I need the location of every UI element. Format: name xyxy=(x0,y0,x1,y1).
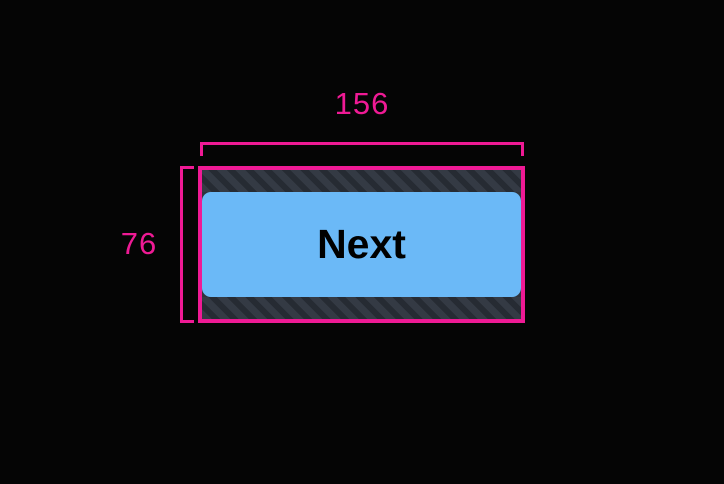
next-button-label: Next xyxy=(317,221,406,267)
element-inner: Next xyxy=(202,170,521,319)
height-dimension-bracket xyxy=(180,166,194,323)
padding-band-top xyxy=(202,170,521,192)
width-dimension-bracket xyxy=(200,142,524,156)
highlighted-element-bounds[interactable]: Next xyxy=(198,166,525,323)
width-dimension-label: 156 xyxy=(334,86,390,121)
height-dimension-label: 76 xyxy=(120,226,158,261)
next-button[interactable]: Next xyxy=(202,192,521,297)
padding-band-bottom xyxy=(202,297,521,319)
